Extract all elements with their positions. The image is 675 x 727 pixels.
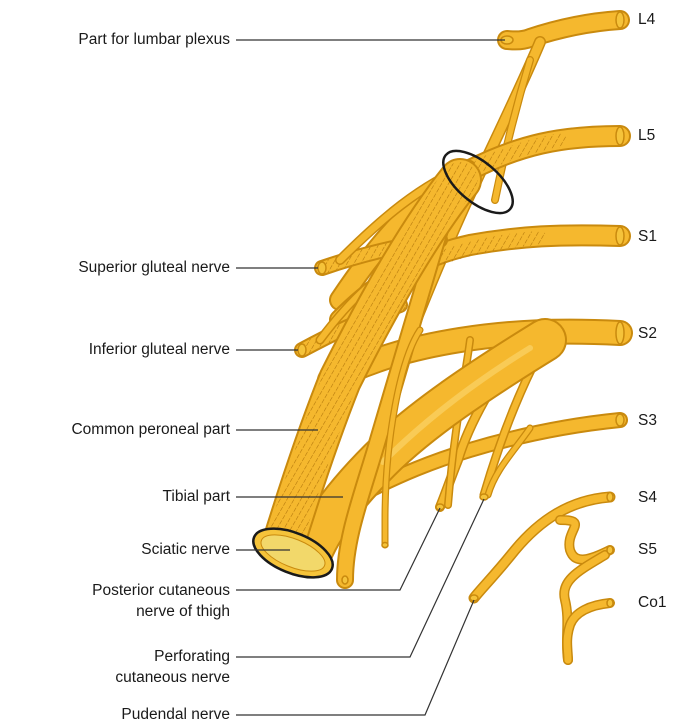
label-tibial: Tibial part — [163, 487, 230, 506]
root-label-co1: Co1 — [638, 593, 666, 612]
label-superior-gluteal: Superior gluteal nerve — [78, 258, 230, 277]
label-sciatic: Sciatic nerve — [141, 540, 230, 559]
label-pudendal: Pudendal nerve — [121, 705, 230, 724]
root-label-l5: L5 — [638, 126, 655, 145]
root-label-s2: S2 — [638, 324, 657, 343]
label-posterior-cutaneous-line2: nerve of thigh — [136, 602, 230, 621]
label-perforating-line1: Perforating — [154, 647, 230, 666]
label-lumbar-plexus: Part for lumbar plexus — [78, 30, 230, 49]
root-label-s4: S4 — [638, 488, 657, 507]
root-label-s3: S3 — [638, 411, 657, 430]
root-label-s5: S5 — [638, 540, 657, 559]
s4-root — [474, 497, 610, 598]
label-posterior-cutaneous-line1: Posterior cutaneous — [92, 581, 230, 600]
root-label-s1: S1 — [638, 227, 657, 246]
co1-root — [567, 603, 610, 660]
label-inferior-gluteal: Inferior gluteal nerve — [89, 340, 230, 359]
root-label-l4: L4 — [638, 10, 655, 29]
label-perforating-line2: cutaneous nerve — [115, 668, 230, 687]
label-common-peroneal: Common peroneal part — [71, 420, 230, 439]
